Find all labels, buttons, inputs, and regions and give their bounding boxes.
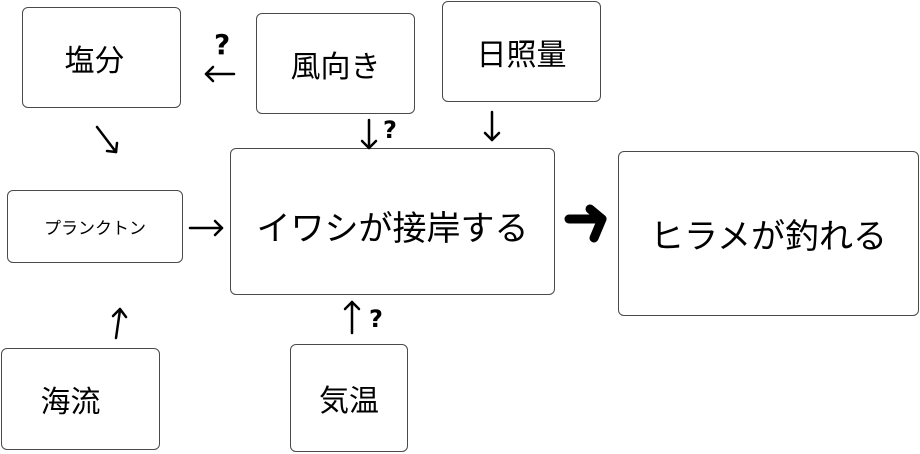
arrow-temperature-to-sardine bbox=[343, 300, 361, 335]
arrow-sunshine-to-sardine bbox=[483, 110, 501, 142]
arrow-plankton-to-sardine bbox=[188, 219, 224, 237]
node-plankton: プランクトン bbox=[7, 190, 183, 263]
question-mark-wind-salt: ? bbox=[214, 28, 231, 61]
question-mark-wind-sardine: ? bbox=[383, 116, 397, 144]
node-salt: 塩分 bbox=[22, 7, 181, 108]
node-wind-label: 風向き bbox=[290, 49, 381, 85]
node-wind: 風向き bbox=[256, 13, 415, 114]
question-mark-temperature-sardine: ? bbox=[369, 305, 383, 333]
node-sardine: イワシが接岸する bbox=[230, 148, 555, 295]
node-current-label: 海流 bbox=[40, 385, 101, 420]
node-current: 海流 bbox=[1, 348, 160, 450]
node-salt-label: 塩分 bbox=[64, 43, 125, 79]
arrow-sardine-to-flounder bbox=[564, 204, 607, 243]
node-temperature: 気温 bbox=[290, 344, 408, 452]
node-plankton-label: プランクトン bbox=[44, 219, 146, 239]
node-sardine-label: イワシが接岸する bbox=[256, 209, 529, 249]
arrow-wind-to-salt bbox=[204, 65, 236, 83]
node-temperature-label: 気温 bbox=[319, 384, 379, 419]
node-sunshine-label: 日照量 bbox=[476, 37, 567, 73]
arrow-current-to-plankton bbox=[111, 307, 128, 340]
arrow-wind-to-sardine bbox=[360, 118, 378, 150]
node-flounder-label: ヒラメが釣れる bbox=[650, 217, 887, 257]
arrow-salt-to-plankton bbox=[95, 125, 119, 154]
node-flounder: ヒラメが釣れる bbox=[618, 151, 919, 316]
node-sunshine: 日照量 bbox=[442, 1, 601, 102]
